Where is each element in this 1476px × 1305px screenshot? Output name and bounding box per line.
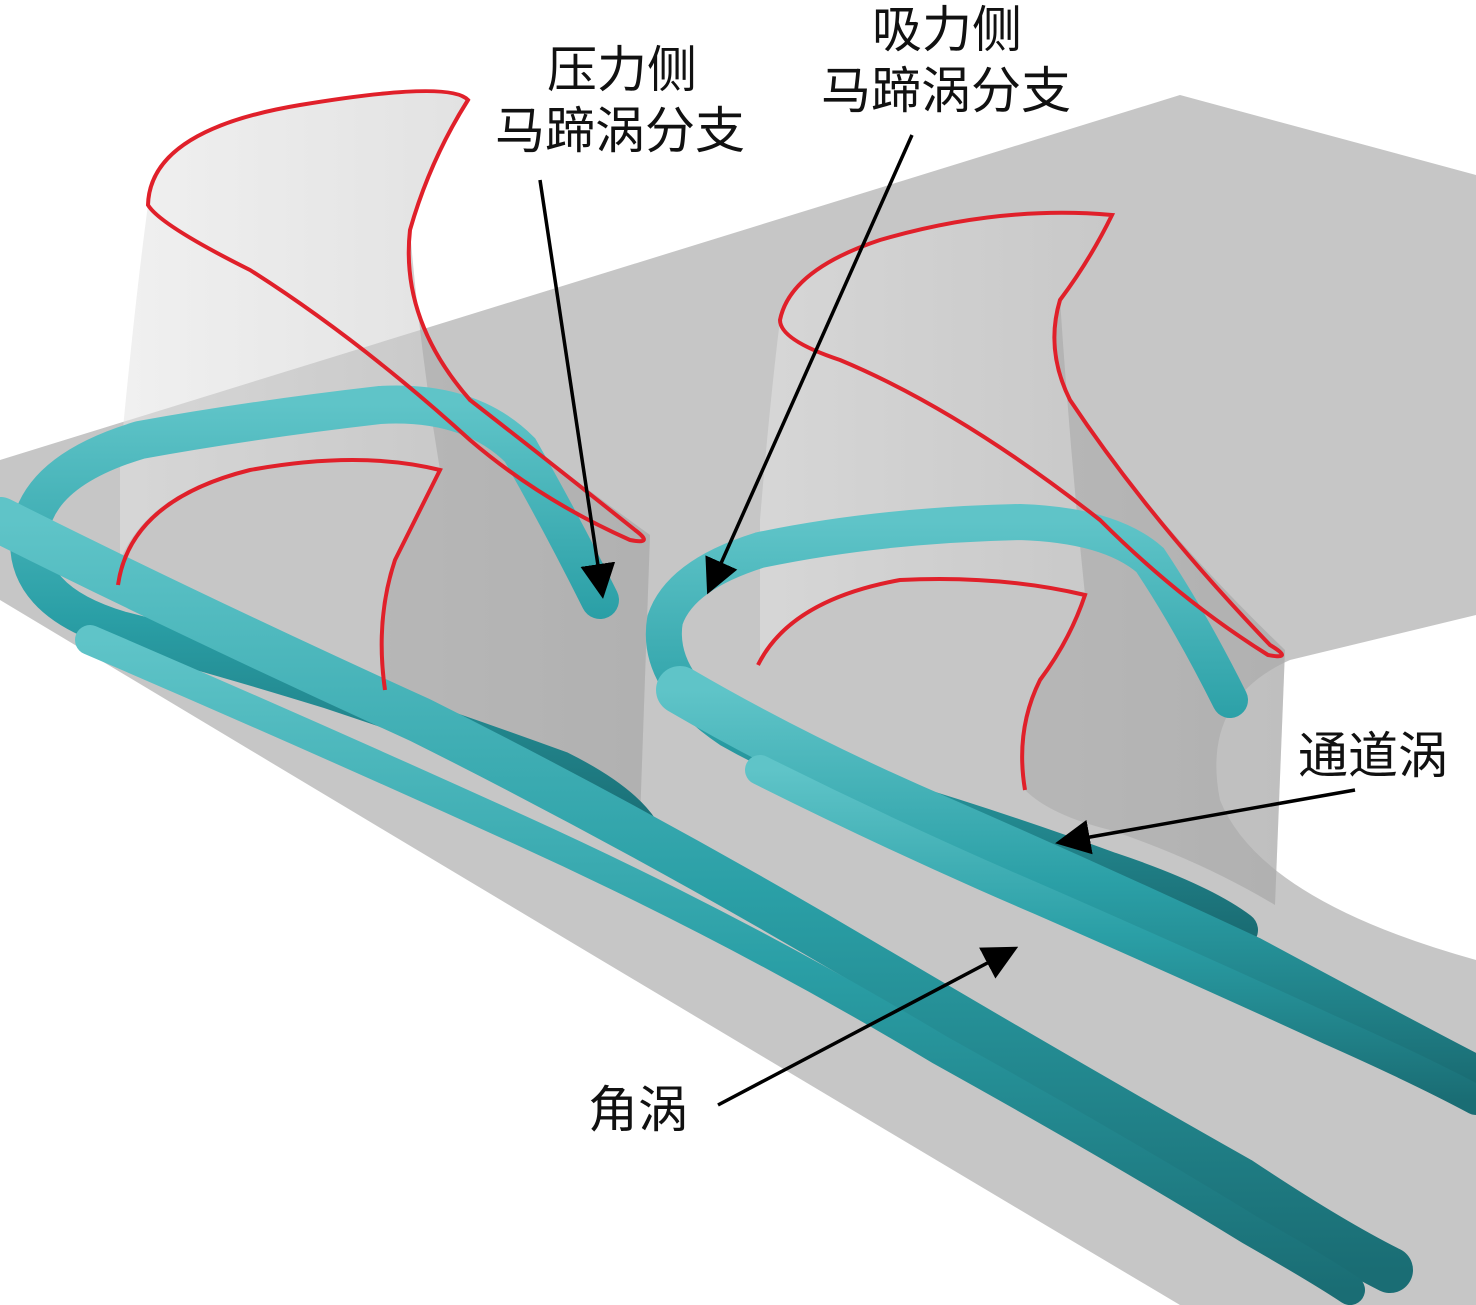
blade-2-corner-vortex [745, 755, 1476, 1115]
suction-side-branch-label-line2: 马蹄涡分支 [821, 62, 1071, 120]
arrow-corner-vortex [717, 946, 1019, 1107]
vortex-isosurfaces [0, 385, 1476, 1305]
passage-vortex-label: 通道涡 [1298, 727, 1448, 785]
annotation-arrows [538, 134, 1356, 1107]
blade-1-hub-profile [116, 458, 443, 691]
arrow-pressure-side-branch [538, 179, 616, 599]
blade-1-tip-profile [145, 89, 646, 544]
pressure-side-branch-label-line2: 马蹄涡分支 [495, 102, 745, 160]
blade-2-tip-profile [777, 210, 1284, 659]
blade-1-corner-vortex [75, 625, 1365, 1305]
blade-1-passage-vortex [0, 497, 1413, 1293]
blade-1-pressure-face [381, 230, 650, 820]
arrow-suction-side-branch [705, 134, 914, 595]
pressure-side-branch-label-line1: 压力侧 [547, 41, 697, 99]
blade-2-passage-vortex [656, 666, 1476, 1104]
suction-side-branch-label-line1: 吸力侧 [872, 1, 1022, 59]
corner-vortex-label: 角涡 [588, 1081, 688, 1139]
blade-2-hub-profile [756, 577, 1088, 791]
blade-2-pressure-face [1022, 300, 1285, 905]
arrow-passage-vortex [1055, 788, 1356, 855]
